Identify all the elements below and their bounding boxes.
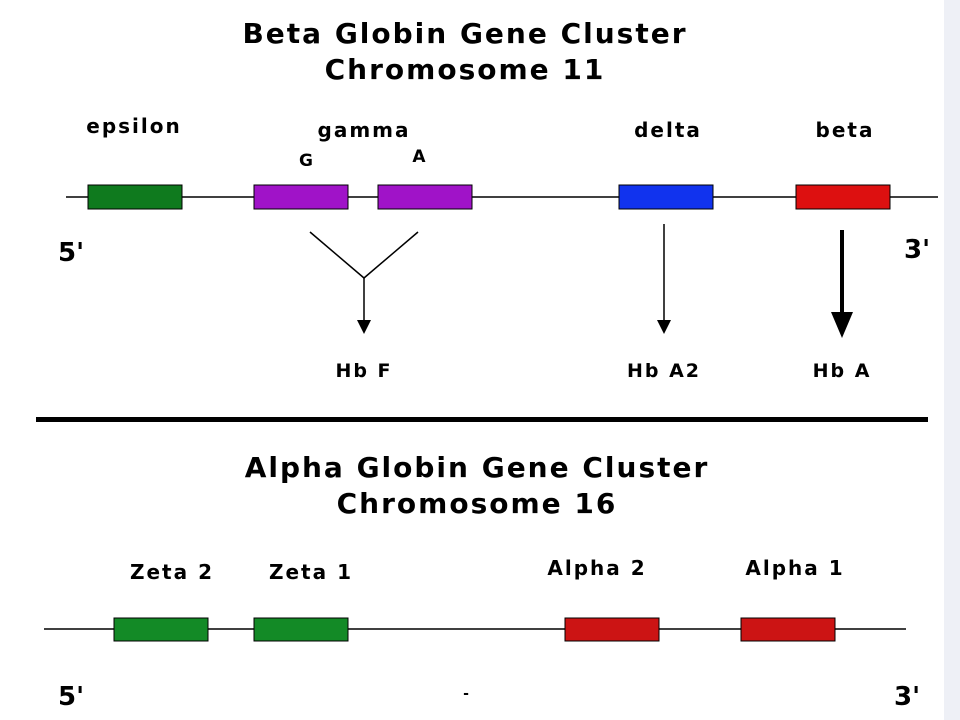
gene-box-zeta-2 [113,617,209,642]
stray-dash-mark: - [463,686,469,702]
gene-label-alpha-1: Alpha 1 [745,556,845,580]
gene-label-gamma: gamma [317,118,411,142]
gene-label-delta: delta [634,118,702,142]
gene-label-zeta-2: Zeta 2 [129,560,215,584]
gamma-a-branch-line [363,231,419,279]
gene-box-alpha-1 [740,617,836,642]
alpha-cluster-title: Alpha Globin Gene Cluster [244,451,710,484]
alpha-cluster-chromosome: Chromosome 16 [336,487,618,520]
beta-3prime-label: 3' [904,235,931,265]
gene-box-gamma-g [253,184,349,210]
hb-a-arrowhead [831,312,853,338]
section-divider [36,417,928,422]
gene-label-epsilon: epsilon [86,114,182,138]
gene-box-zeta-1 [253,617,349,642]
gene-box-delta [618,184,714,210]
gene-box-alpha-2 [564,617,660,642]
page-edge-strip [944,0,960,720]
product-hb-f: Hb F [335,360,393,382]
product-hb-a2: Hb A2 [626,360,702,382]
hb-f-arrowhead [357,320,371,334]
gene-label-alpha-2: Alpha 2 [547,556,647,580]
gene-box-beta [795,184,891,210]
alpha-3prime-label: 3' [894,682,921,712]
gene-label-zeta-1: Zeta 1 [268,560,354,584]
gamma-g-branch-line [309,231,365,279]
product-hb-a: Hb A [812,360,872,382]
beta-cluster-title: Beta Globin Gene Cluster [242,17,688,50]
alpha-5prime-label: 5' [58,682,85,712]
gene-box-gamma-a [377,184,473,210]
gene-label-beta: beta [815,118,875,142]
gamma-g-label: G [299,151,313,171]
beta-cluster-chromosome: Chromosome 11 [324,53,606,86]
hb-a2-arrowhead [657,320,671,334]
gamma-a-label: A [412,147,426,167]
gene-box-epsilon [87,184,183,210]
beta-5prime-label: 5' [58,238,85,268]
